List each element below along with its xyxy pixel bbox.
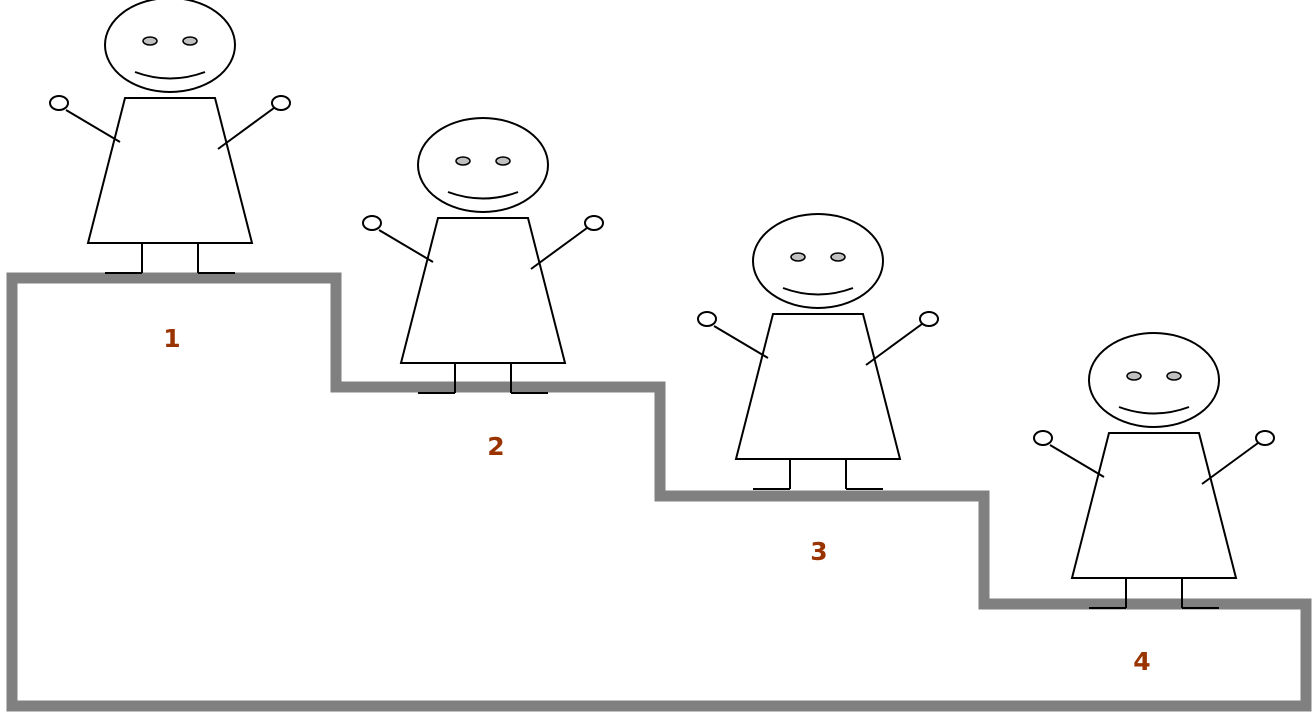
arm-left	[379, 230, 433, 262]
figures-group	[50, 0, 1274, 608]
eye-left	[791, 253, 805, 261]
eye-right	[183, 37, 197, 45]
hand-left	[363, 216, 381, 230]
body	[736, 314, 900, 459]
hand-right	[1256, 431, 1274, 445]
figure-4	[1034, 333, 1274, 608]
arm-right	[218, 108, 274, 149]
step-number-4: 4	[1112, 647, 1172, 677]
arm-left	[1050, 445, 1104, 477]
body	[401, 218, 565, 363]
arm-right	[531, 228, 587, 269]
figure-1	[50, 0, 290, 273]
hand-right	[920, 312, 938, 326]
hand-right	[585, 216, 603, 230]
step-number-2: 2	[466, 432, 526, 462]
arm-left	[714, 326, 768, 358]
body	[1072, 433, 1236, 578]
hand-left	[698, 312, 716, 326]
step-number-1: 1	[142, 324, 202, 354]
eye-right	[1167, 372, 1181, 380]
eye-left	[143, 37, 157, 45]
body	[88, 98, 252, 243]
eye-right	[496, 157, 510, 165]
step-number-3: 3	[789, 537, 849, 567]
hand-right	[272, 96, 290, 110]
figure-3	[698, 214, 938, 489]
eye-left	[456, 157, 470, 165]
eye-left	[1127, 372, 1141, 380]
hand-left	[1034, 431, 1052, 445]
arm-right	[1202, 443, 1258, 484]
figure-2	[363, 118, 603, 393]
eye-right	[831, 253, 845, 261]
arm-left	[66, 110, 120, 142]
hand-left	[50, 96, 68, 110]
arm-right	[866, 324, 922, 365]
